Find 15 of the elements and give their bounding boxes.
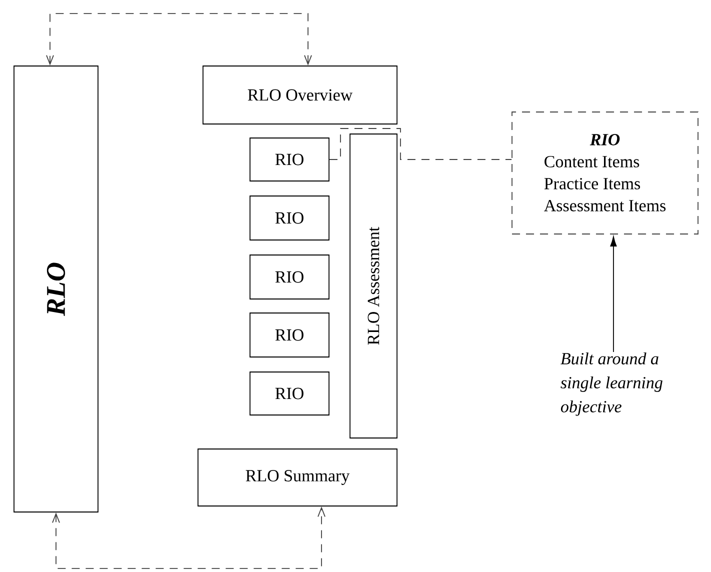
process-box: RIO [250, 312, 330, 358]
tall-box: RLO [14, 66, 98, 512]
process-box: RIO [250, 254, 330, 300]
process-box: RIO [250, 372, 330, 416]
dashed-box: RIO Content Items Practice Items Assessment Items [512, 112, 698, 234]
process-box: RLO Overview [202, 66, 398, 124]
note-text: Built around a single learning objective [560, 352, 662, 416]
process-box: RIO [250, 196, 330, 240]
tall-box: RLO Assessment [350, 134, 398, 438]
arrow [610, 236, 617, 352]
dashed-line [329, 128, 512, 160]
process-box: RIO [250, 138, 330, 182]
dashed-connector [52, 506, 326, 569]
process-box: RLO Summary [198, 448, 398, 506]
dashed-connector [46, 13, 312, 66]
